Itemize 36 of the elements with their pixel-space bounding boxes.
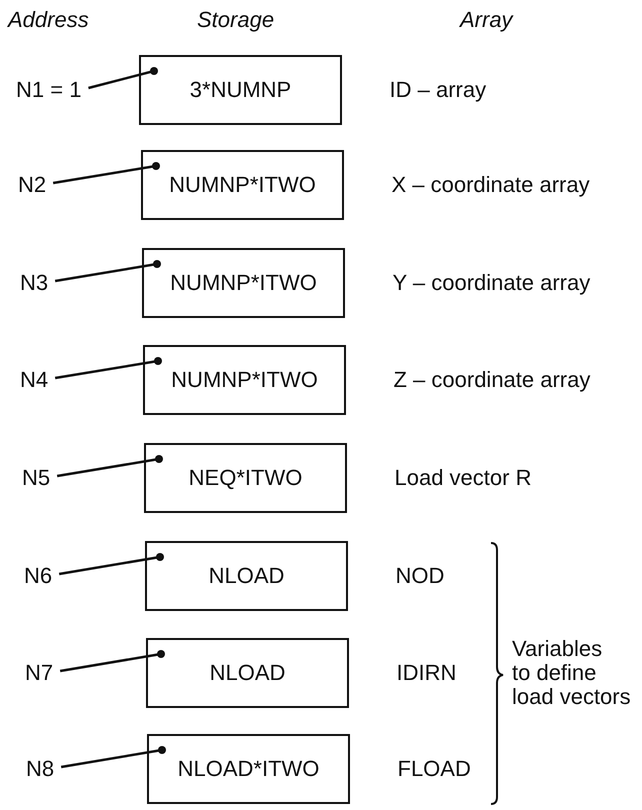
array-name: FLOAD <box>398 756 471 782</box>
storage-size-text: NUMNP*ITWO <box>171 367 318 393</box>
address-label: N5 <box>22 465 50 491</box>
leader-line <box>60 746 166 768</box>
array-name: Load vector R <box>394 465 532 491</box>
storage-size-text: NUMNP*ITWO <box>170 270 317 296</box>
address-label: N2 <box>18 172 46 198</box>
column-header: Array <box>460 7 513 33</box>
leader-line <box>52 162 160 184</box>
array-name: Z – coordinate array <box>394 367 590 393</box>
storage-size-text: NLOAD <box>210 660 286 686</box>
storage-size-text: 3*NUMNP <box>190 77 292 103</box>
leader-line <box>88 67 158 90</box>
storage-size-text: NLOAD <box>208 563 284 589</box>
address-label: N1 = 1 <box>16 77 82 103</box>
storage-size-text: NEQ*ITWO <box>188 465 302 491</box>
array-name: ID – array <box>390 77 486 103</box>
leader-line <box>54 357 162 380</box>
address-label: N7 <box>25 660 54 686</box>
address-label: N6 <box>24 563 52 589</box>
address-label: N4 <box>20 367 48 393</box>
array-name: NOD <box>396 563 444 589</box>
address-label: N3 <box>20 270 48 296</box>
leader-line <box>54 260 161 282</box>
leader-line <box>58 553 164 576</box>
array-name: IDIRN <box>396 660 456 686</box>
array-name: X – coordinate array <box>392 172 590 198</box>
leader-line <box>60 650 165 672</box>
column-header: Address <box>8 7 89 33</box>
storage-size-text: NUMNP*ITWO <box>169 172 316 198</box>
brace-note: Variables to define load vectors <box>512 637 632 709</box>
column-header: Storage <box>197 7 274 33</box>
storage-size-text: NLOAD*ITWO <box>178 756 320 782</box>
address-label: N8 <box>26 756 54 782</box>
leader-line <box>56 455 163 478</box>
array-name: Y – coordinate array <box>392 270 590 296</box>
